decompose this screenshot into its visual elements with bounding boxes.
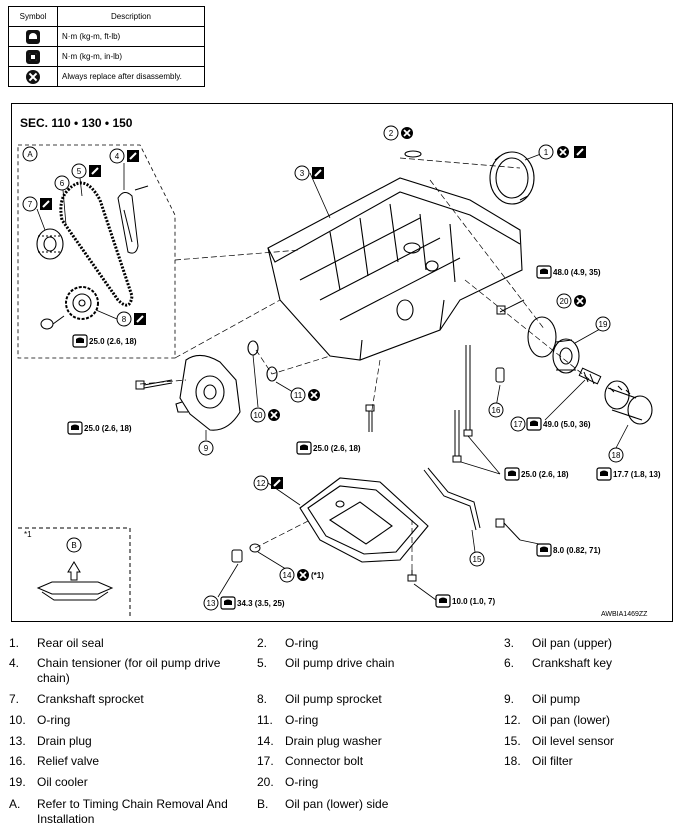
torque-label: 25.0 (2.6, 18) [521,470,569,479]
callout-6: 6 [60,179,65,188]
bolt-48 [496,299,525,315]
chain-tensioner [117,185,149,254]
oil-pan-lower [299,477,429,563]
always-replace-icon [267,408,281,422]
callout-16: 16 [492,406,501,415]
assembly-lines [139,157,591,570]
torque-wrench-icon [26,29,40,44]
oil-icon [39,197,53,211]
callout-10: 10 [254,411,263,420]
torque-label: 34.3 (3.5, 25) [237,599,285,608]
torque-wrench-icon [67,421,83,435]
callout-detail-a: A [27,150,33,159]
callout-12: 12 [257,479,266,488]
oil-pump-sprocket [65,286,99,320]
symbol-legend-table: Symbol Description N·m (kg-m, ft-lb) N·m… [8,6,205,87]
pump-bolt [135,379,173,390]
legend-description: Always replace after disassembly. [57,66,205,87]
crankshaft-sprocket [36,228,64,260]
callout-9: 9 [204,444,209,453]
callout-detail-b: B [71,541,76,550]
always-replace-icon [26,69,40,84]
oil-pan-upper [267,177,523,361]
torque-label: 49.0 (5.0, 36) [543,420,591,429]
always-replace-icon [573,294,587,308]
torque-label: 10.0 (1.0, 7) [452,597,496,606]
torque-wrench-icon [536,265,552,279]
always-replace-icon [556,145,570,159]
callout-3: 3 [300,169,305,178]
callout-2: 2 [389,129,394,138]
torque-label: 25.0 (2.6, 18) [84,424,132,433]
torque-wrench-icon [296,441,312,455]
torque-label: 25.0 (2.6, 18) [313,444,361,453]
torque-wrench-small-icon [26,49,40,64]
pan-bolts [365,345,473,463]
callout-circles [22,125,624,611]
callout-15: 15 [473,555,482,564]
always-replace-icon [400,126,414,140]
o-ring-2 [404,150,422,158]
sealant-icon [311,166,325,180]
drain-plug [231,543,261,563]
torque-wrench-icon [220,596,236,610]
callout-11: 11 [294,391,303,400]
sealant-icon [573,145,587,159]
callout-8: 8 [122,315,127,324]
callout-20: 20 [560,297,569,306]
rear-oil-seal [489,151,535,205]
relief-valve [495,367,505,383]
o-ring-10 [247,340,259,356]
oil-icon [88,164,102,178]
torque-label: 25.0 (2.6, 18) [89,337,137,346]
sealant-icon [270,476,284,490]
legend-row: Always replace after disassembly. [8,66,205,87]
callout-19: 19 [599,320,608,329]
callout-14: 14 [283,571,292,580]
figure-id: AWBIA1469ZZ [601,611,648,618]
torque-wrench-icon [504,467,520,481]
callout-17: 17 [514,420,523,429]
oil-icon [133,312,147,326]
detail-b-inset [18,527,131,616]
note-14: (*1) [311,571,324,580]
oil-icon [126,149,140,163]
always-replace-icon [307,388,321,402]
connector-bolt [578,367,602,385]
torque-wrench-small-icon [536,543,552,557]
callout-7: 7 [28,200,33,209]
legend-row: N·m (kg-m, in-lb) [8,46,205,67]
torque-wrench-icon [72,334,88,348]
callout-5: 5 [77,167,82,176]
sprocket-bolt [40,315,65,330]
always-replace-icon [296,568,310,582]
detail-a-region [17,144,176,359]
torque-label: 17.7 (1.8, 13) [613,470,661,479]
oil-cooler-assembly [527,316,580,374]
callout-18: 18 [612,451,621,460]
oil-pump-drive-chain [59,181,134,307]
detail-note: *1 [24,530,32,539]
section-label: SEC. 110 • 130 • 150 [20,116,133,130]
callout-1: 1 [544,148,549,157]
torque-wrench-icon [435,594,451,608]
o-ring-11 [266,366,278,382]
bottom-bolt [407,570,417,582]
torque-label: 48.0 (4.9, 35) [553,268,601,277]
torque-label: 8.0 (0.82, 71) [553,546,601,555]
oil-level-sensor [423,467,521,541]
leader-lines [36,151,629,601]
callout-4: 4 [115,152,120,161]
torque-wrench-icon [526,417,542,431]
diagram-frame [11,103,673,622]
oil-pump [175,354,241,431]
oil-filter [604,380,653,425]
callout-13: 13 [207,599,216,608]
torque-wrench-icon [596,467,612,481]
